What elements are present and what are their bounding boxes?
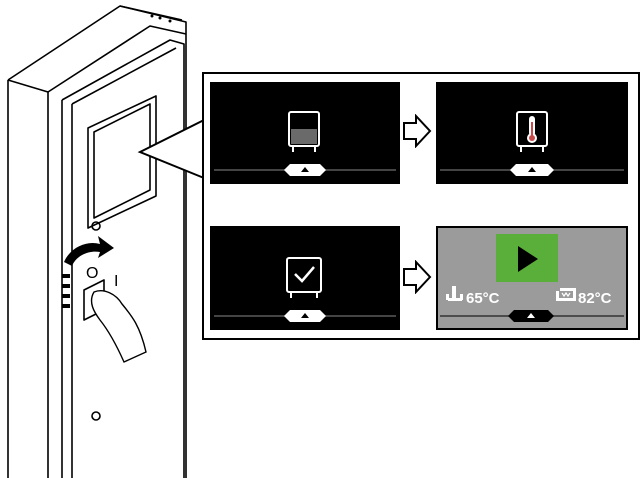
nav-tab bbox=[284, 164, 326, 176]
nav-tab bbox=[510, 164, 554, 176]
chevron-up-icon bbox=[527, 313, 535, 318]
right-arrow-icon bbox=[403, 260, 432, 294]
cabinet-thermometer-icon bbox=[516, 111, 548, 152]
switch-scale-marks bbox=[62, 274, 70, 308]
screen-3 bbox=[210, 226, 400, 330]
chevron-up-icon bbox=[301, 167, 309, 172]
status-leds bbox=[150, 14, 172, 23]
wash-temperature-icon bbox=[446, 286, 463, 301]
cabinet-checkmark-icon bbox=[286, 257, 322, 298]
wash-temperature-value: 65°C bbox=[466, 290, 500, 307]
chevron-up-icon bbox=[301, 313, 309, 318]
rinse-temperature-icon bbox=[556, 288, 576, 301]
screen-4: 65°C 82°C bbox=[436, 226, 628, 330]
nav-tab bbox=[284, 310, 326, 322]
screen-1 bbox=[210, 82, 400, 184]
play-button-icon bbox=[518, 246, 538, 272]
cabinet-half-filled-icon bbox=[288, 111, 320, 152]
rotate-arrow-icon bbox=[64, 236, 114, 266]
nav-tab bbox=[508, 310, 554, 322]
rinse-temperature-value: 82°C bbox=[578, 290, 612, 307]
screen-2 bbox=[436, 82, 628, 184]
chevron-up-icon bbox=[528, 167, 536, 172]
right-arrow-icon bbox=[403, 114, 432, 148]
hand-illustration bbox=[90, 290, 147, 363]
switch-mark-on: I bbox=[114, 273, 118, 290]
callout-pointer bbox=[137, 119, 205, 179]
switch-mark-off: O bbox=[86, 265, 98, 282]
